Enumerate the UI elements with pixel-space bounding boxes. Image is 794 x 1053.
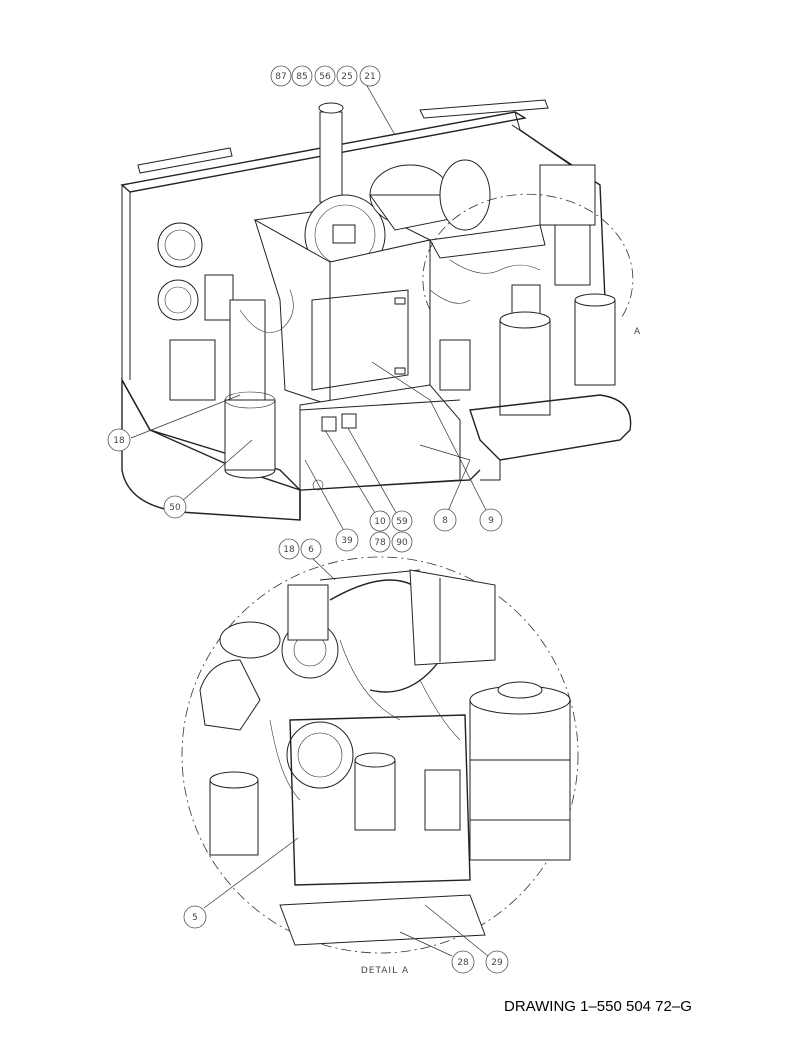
svg-text:5: 5 [192, 913, 198, 923]
svg-text:10: 10 [374, 517, 386, 527]
svg-text:56: 56 [319, 72, 331, 82]
svg-text:8: 8 [442, 516, 448, 526]
callout-59: 59 [391, 510, 413, 532]
svg-text:87: 87 [275, 72, 286, 82]
callout-8: 8 [433, 508, 457, 532]
svg-text:21: 21 [364, 72, 375, 82]
svg-text:18: 18 [113, 436, 125, 446]
svg-text:9: 9 [488, 516, 494, 526]
svg-text:50: 50 [169, 503, 181, 513]
svg-text:59: 59 [396, 517, 408, 527]
svg-text:25: 25 [341, 72, 352, 82]
svg-text:39: 39 [341, 536, 353, 546]
callout-10: 10 [369, 510, 391, 532]
callout-90: 90 [391, 531, 413, 553]
callout-21: 21 [359, 65, 381, 87]
callout-18-detail: 18 [278, 538, 300, 560]
callout-78: 78 [369, 531, 391, 553]
callout-50: 50 [163, 495, 187, 519]
detail-a-title: DETAIL A [361, 966, 409, 976]
detail-view-leaders [203, 555, 489, 957]
svg-text:85: 85 [296, 72, 307, 82]
svg-text:29: 29 [491, 958, 503, 968]
svg-text:78: 78 [374, 538, 386, 548]
callout-29-detail: 29 [485, 950, 509, 974]
callout-18: 18 [107, 428, 131, 452]
callout-6-detail: 6 [300, 538, 322, 560]
compressor-assembly-view [120, 99, 634, 521]
callout-56: 56 [314, 65, 336, 87]
callout-28-detail: 28 [451, 950, 475, 974]
callout-85: 85 [291, 65, 313, 87]
callout-87: 87 [270, 65, 292, 87]
callout-25: 25 [336, 65, 358, 87]
callout-5-detail: 5 [183, 905, 207, 929]
callout-9: 9 [479, 508, 503, 532]
svg-text:90: 90 [396, 538, 408, 548]
svg-text:28: 28 [457, 958, 469, 968]
section-marker-a: A [634, 327, 641, 337]
detail-a-view [181, 556, 579, 954]
callout-39: 39 [335, 528, 359, 552]
svg-text:18: 18 [283, 545, 295, 555]
drawing-number: DRAWING 1–550 504 72–G [504, 998, 692, 1015]
top-view-leaders [130, 83, 491, 539]
svg-text:6: 6 [308, 545, 314, 555]
